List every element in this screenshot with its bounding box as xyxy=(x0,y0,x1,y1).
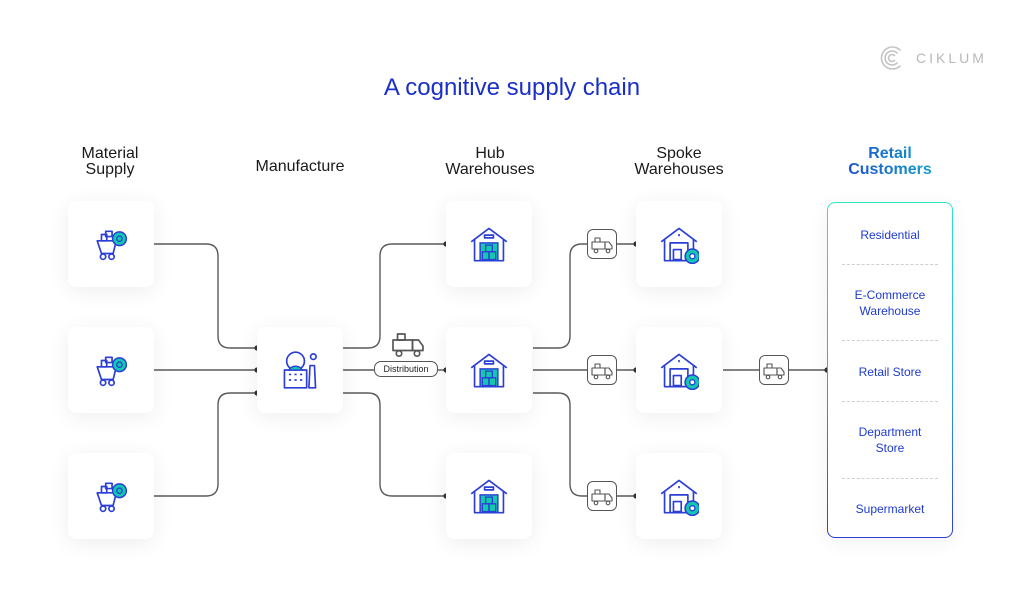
spoke-warehouse-node[interactable] xyxy=(636,327,722,413)
retail-item-label: Store xyxy=(875,441,905,455)
retail-item-label: Department xyxy=(858,425,922,439)
retail-item-department-store[interactable]: Department Store xyxy=(828,424,952,456)
material-supply-node[interactable] xyxy=(68,201,154,287)
warehouse-boxes-icon xyxy=(470,353,508,388)
mining-cart-gear-icon xyxy=(96,482,128,513)
header-line: Warehouses xyxy=(445,161,535,178)
ciklum-logo[interactable]: CIKLUM xyxy=(878,43,988,73)
column-header-manufacture: Manufacture xyxy=(230,159,370,175)
distribution-truck xyxy=(388,328,428,363)
retail-item-retail-store[interactable]: Retail Store xyxy=(828,364,952,380)
logo-text: CIKLUM xyxy=(916,50,987,66)
mining-cart-gear-icon xyxy=(96,356,128,387)
header-line: Material xyxy=(81,145,139,162)
divider xyxy=(842,401,938,402)
header-line: Retail xyxy=(868,145,912,162)
divider xyxy=(842,340,938,341)
ciklum-logo-icon xyxy=(880,46,901,70)
header-line: Hub xyxy=(475,145,505,162)
retail-item-supermarket[interactable]: Supermarket xyxy=(828,501,952,517)
retail-customers-list: Residential E-Commerce Warehouse Retail … xyxy=(827,202,953,538)
truck-icon xyxy=(591,237,613,254)
header-line: Supply xyxy=(85,161,135,178)
hub-warehouse-node[interactable] xyxy=(446,327,532,413)
warehouse-boxes-icon xyxy=(470,479,508,514)
warehouse-gear-icon xyxy=(660,353,699,390)
connector-spoke-3 xyxy=(533,392,587,497)
retail-item-ecommerce-warehouse[interactable]: E-Commerce Warehouse xyxy=(828,287,952,319)
column-header-material-supply: Material Supply xyxy=(40,146,180,178)
truck-icon xyxy=(591,489,613,506)
truck-icon xyxy=(763,363,785,380)
retail-item-label: Supermarket xyxy=(855,502,925,516)
hub-warehouse-node[interactable] xyxy=(446,201,532,287)
spoke-warehouse-node[interactable] xyxy=(636,201,722,287)
transport-truck[interactable] xyxy=(759,355,789,385)
transport-truck[interactable] xyxy=(587,355,617,385)
column-header-retail-customers: Retail Customers xyxy=(820,146,960,178)
retail-item-label: E-Commerce xyxy=(854,288,926,302)
warehouse-gear-icon xyxy=(660,227,699,264)
retail-item-label: Retail Store xyxy=(858,365,922,379)
connector-spoke-1 xyxy=(533,243,587,349)
column-header-spoke-warehouses: Spoke Warehouses xyxy=(609,146,749,178)
header-line: Warehouses xyxy=(634,161,724,178)
header-line: Customers xyxy=(848,161,932,178)
manufacture-node[interactable] xyxy=(257,327,343,413)
truck-icon xyxy=(591,363,613,380)
connector-hub-1 xyxy=(343,243,446,349)
page-title: A cognitive supply chain xyxy=(383,74,641,101)
mining-cart-gear-icon xyxy=(96,230,128,261)
header-line: Spoke xyxy=(656,145,702,162)
connector-material-3 xyxy=(154,392,257,497)
retail-item-label: Warehouse xyxy=(859,304,921,318)
divider xyxy=(842,478,938,479)
header-line: Manufacture xyxy=(255,158,345,175)
factory-gear-icon xyxy=(283,351,317,389)
retail-item-label: Residential xyxy=(860,228,920,242)
retail-item-residential[interactable]: Residential xyxy=(828,227,952,243)
connector-hub-3 xyxy=(343,392,446,497)
material-supply-node[interactable] xyxy=(68,327,154,413)
hub-warehouse-node[interactable] xyxy=(446,453,532,539)
transport-truck[interactable] xyxy=(587,229,617,259)
warehouse-boxes-icon xyxy=(470,227,508,262)
truck-icon xyxy=(392,333,424,358)
divider xyxy=(842,264,938,265)
transport-truck[interactable] xyxy=(587,481,617,511)
distribution-label[interactable]: Distribution xyxy=(374,361,438,377)
column-header-hub-warehouses: Hub Warehouses xyxy=(420,146,560,178)
spoke-warehouse-node[interactable] xyxy=(636,453,722,539)
warehouse-gear-icon xyxy=(660,479,699,516)
material-supply-node[interactable] xyxy=(68,453,154,539)
connector-material-1 xyxy=(154,243,257,349)
